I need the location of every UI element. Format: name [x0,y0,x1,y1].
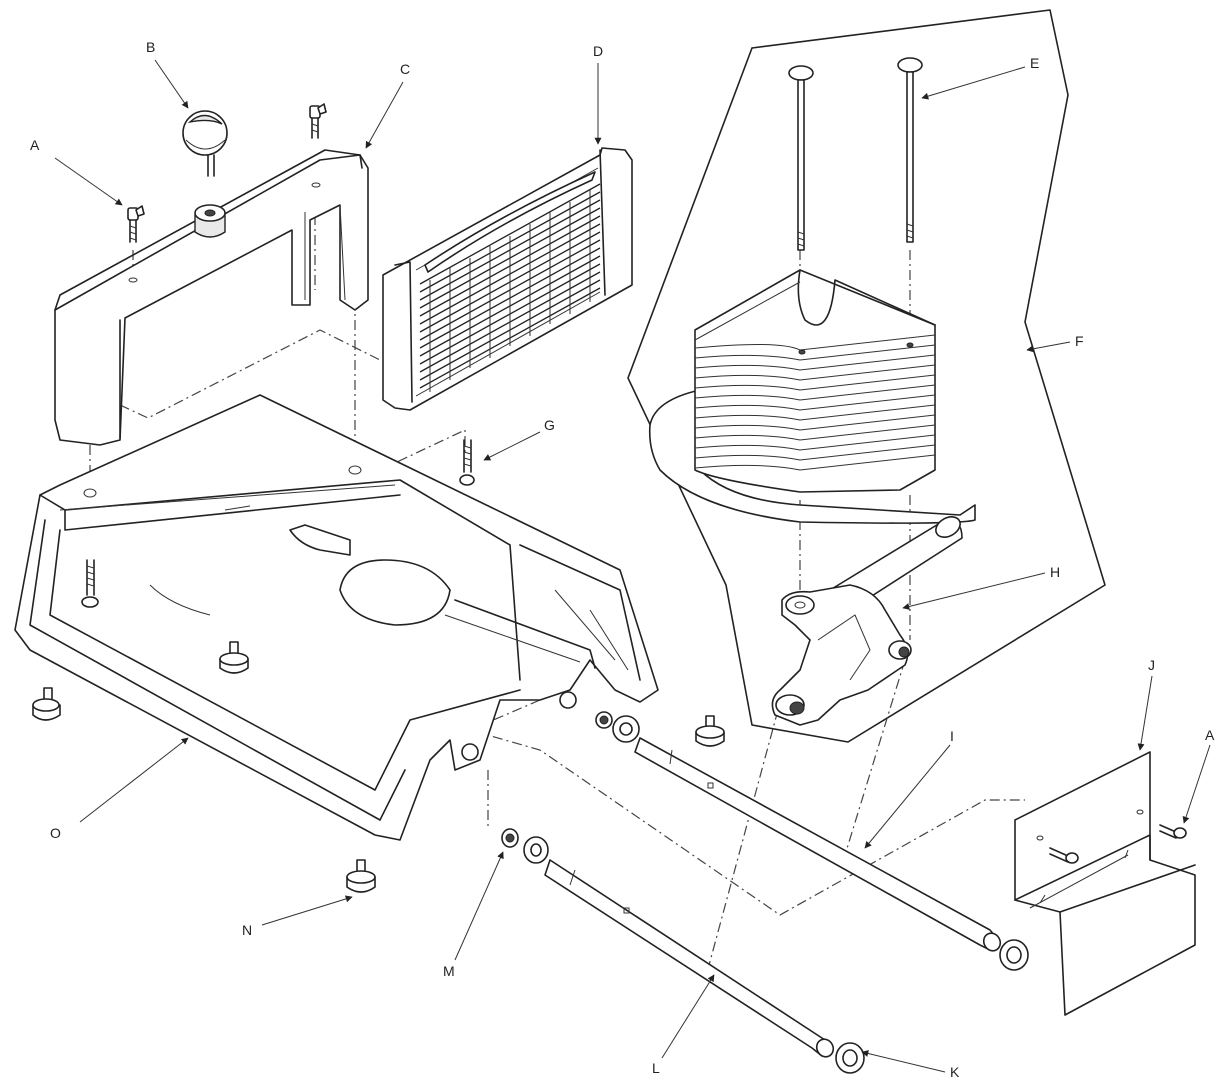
leader-lines [54,59,1211,1073]
blade-mesh [419,183,601,392]
label-c: C [400,61,410,77]
long-bolt-left [788,65,814,251]
washer-upper [612,715,640,743]
foot-2 [219,641,249,674]
washer-lower [523,836,549,864]
part-labels: A B C D E F G H I J A K L M N O [30,39,1215,1080]
nut-upper [595,711,613,729]
handle [771,516,963,726]
label-a-right: A [1205,727,1215,743]
label-i: I [950,728,954,744]
label-f: F [1075,333,1084,349]
guide-rod-lower [544,859,835,1058]
long-bolt-right [897,57,923,243]
screw-a-guard-2 [1159,824,1187,839]
label-e: E [1030,55,1039,71]
label-a-left: A [30,137,40,153]
label-d: D [593,43,603,59]
screw-a-left [127,205,145,243]
label-m: M [443,963,455,979]
knob [182,110,228,177]
washer-right [999,939,1029,971]
nut-m [501,828,519,848]
foot-1 [32,687,61,721]
screw-g [459,439,475,486]
label-k: K [950,1064,960,1080]
label-g: G [544,417,555,433]
blade-assembly [382,147,633,411]
screw-a-guard-1 [1049,847,1079,864]
label-l: L [652,1060,660,1076]
foot-3 [695,715,725,747]
guide-rod-upper [634,737,1002,952]
pusher-plate-stack [648,269,976,524]
label-o: O [50,825,61,841]
plate-lines [694,344,936,471]
label-j: J [1148,657,1155,673]
frame-screw [81,559,99,608]
label-n: N [242,922,252,938]
label-h: H [1050,564,1060,580]
pusher-head [54,149,369,446]
guard [1014,751,1196,1016]
screw-a-top [309,103,327,139]
label-b: B [146,39,155,55]
base-frame [14,394,659,841]
washer-k [835,1042,865,1074]
foot-n [346,859,376,893]
